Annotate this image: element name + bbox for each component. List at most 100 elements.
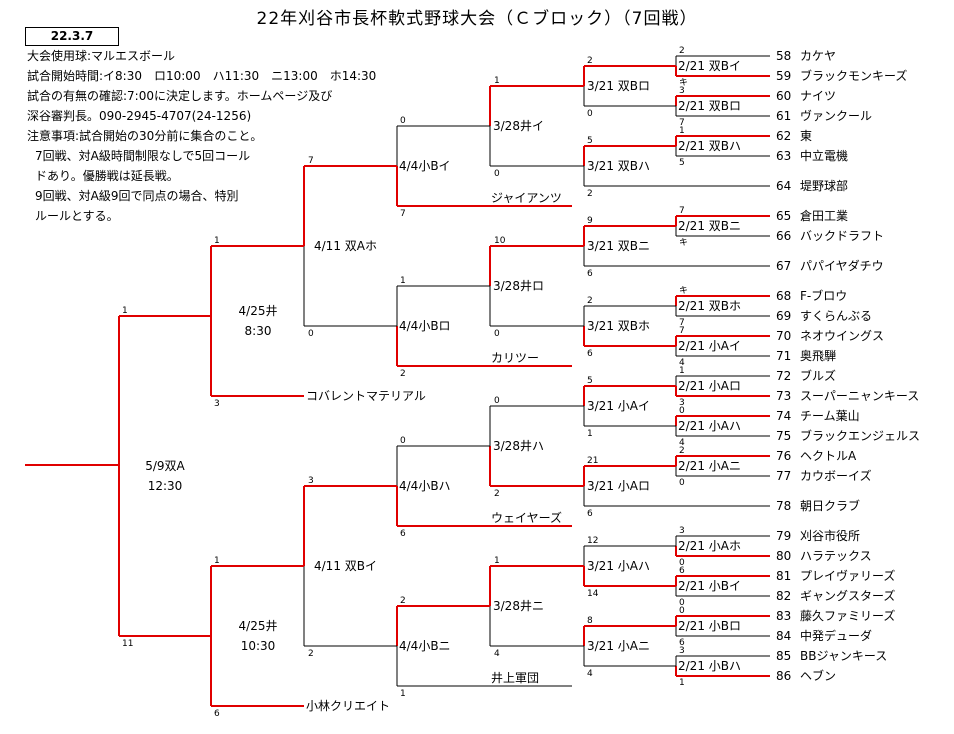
team-name: 東 (800, 129, 812, 143)
score-label: 7 (679, 326, 685, 336)
team-number: 79 (776, 529, 791, 543)
team-name: パパイヤダチウ (800, 258, 884, 273)
match-label: 2/21 双Bロ (678, 99, 741, 113)
team-name: すくらんぶる (800, 309, 872, 323)
team-name: 中発デューダ (800, 628, 872, 643)
page-title: 22年刈谷市長杯軟式野球大会（Ｃブロック）（7回戦） (256, 9, 698, 29)
score-label: 6 (400, 529, 406, 539)
match-label: 2/21 小Bイ (678, 579, 741, 593)
team-name: 堤野球部 (800, 178, 848, 193)
team-name: ナイツ (800, 89, 836, 103)
score-label: 1 (214, 556, 220, 566)
seeded-team-name: カリツー (491, 351, 539, 365)
team-name: ブラックモンキーズ (800, 68, 907, 83)
seeded-team-name: ウェイヤーズ (491, 510, 562, 525)
match-label: 3/28井ニ (493, 599, 544, 613)
score-label: 0 (587, 109, 593, 119)
team-number: 62 (776, 129, 791, 143)
score-label: 11 (122, 639, 133, 649)
score-label: 5 (587, 136, 593, 146)
match-label: 2/21 双Bニ (678, 219, 741, 233)
match-label: 2/21 双Bイ (678, 59, 741, 73)
score-label: 1 (214, 236, 220, 246)
info-line: 大会使用球:マルエスボール (27, 49, 176, 63)
team-number: 58 (776, 49, 791, 63)
score-label: 5 (587, 376, 593, 386)
match-label: 4/4小Bニ (399, 639, 451, 653)
match-label: 2/21 小Aニ (678, 459, 741, 473)
score-label: 4 (587, 669, 593, 679)
team-number: 72 (776, 369, 791, 383)
team-name: カケヤ (800, 49, 836, 63)
score-label: 8 (587, 616, 593, 626)
match-label: 4/25井 (239, 304, 278, 318)
team-name: ヴァンクール (800, 108, 872, 123)
score-label: 6 (587, 349, 593, 359)
score-label: 2 (587, 296, 593, 306)
score-label: 3 (679, 646, 685, 656)
match-label: 2/21 双Bハ (678, 139, 741, 153)
match-label: 5/9双A (145, 459, 185, 473)
score-label: キ (679, 286, 688, 296)
team-name: ハラテックス (800, 549, 872, 563)
score-label: 0 (400, 116, 406, 126)
team-number: 75 (776, 429, 791, 443)
match-label: 2/21 小Aハ (678, 419, 741, 433)
team-name: ブラックエンジェルス (800, 428, 920, 443)
team-number: 78 (776, 499, 791, 513)
score-label: 6 (587, 509, 593, 519)
score-label: 3 (679, 526, 685, 536)
score-label: 3 (679, 86, 685, 96)
seeded-team-name: ジャイアンツ (491, 191, 562, 205)
score-label: 2 (587, 56, 593, 66)
info-line: 深谷審判長。090-2945-4707(24-1256) (27, 109, 252, 123)
score-label: 3 (679, 398, 685, 408)
match-label: 4/11 双Aホ (314, 239, 377, 253)
team-number: 71 (776, 349, 791, 363)
match-label: 3/21 小Aニ (587, 639, 650, 653)
match-label: 4/4小Bイ (399, 159, 451, 173)
team-name: 奥飛騨 (800, 348, 836, 363)
score-label: 1 (587, 429, 593, 439)
match-label: 3/21 小Aハ (587, 559, 650, 573)
team-number: 68 (776, 289, 791, 303)
team-name: チーム葉山 (800, 409, 860, 423)
match-label: 3/28井ロ (493, 279, 544, 293)
score-label: 5 (679, 158, 685, 168)
score-label: 7 (308, 156, 314, 166)
score-label: 1 (400, 276, 406, 286)
team-name: プレイヴァリーズ (800, 568, 895, 583)
team-number: 73 (776, 389, 791, 403)
score-label: 0 (494, 169, 500, 179)
team-number: 63 (776, 149, 791, 163)
score-label: 2 (308, 649, 314, 659)
score-label: 1 (400, 689, 406, 699)
team-name: F-ブロウ (800, 288, 847, 303)
score-label: 4 (679, 358, 685, 368)
match-label: 3/28井イ (493, 119, 544, 133)
match-time: 10:30 (241, 639, 276, 653)
team-name: ヘブン (800, 668, 836, 683)
info-line: 試合開始時間:イ8:30 ロ10:00 ハ11:30 ニ13:00 ホ14:30 (27, 69, 377, 83)
score-label: 7 (679, 318, 685, 328)
score-label: 3 (214, 399, 220, 409)
seeded-team-name: 井上軍団 (491, 671, 539, 685)
date-badge: 22.3.7 (25, 27, 119, 46)
team-number: 61 (776, 109, 791, 123)
info-line: 9回戦、対A級9回で同点の場合、特別 (35, 189, 239, 203)
match-label: 2/21 小Aホ (678, 539, 741, 553)
team-name: BBジャンキース (800, 649, 887, 663)
score-label: 4 (679, 438, 685, 448)
team-name: バックドラフト (800, 229, 884, 243)
score-label: 9 (587, 216, 593, 226)
team-number: 65 (776, 209, 791, 223)
team-number: 85 (776, 649, 791, 663)
team-number: 70 (776, 329, 791, 343)
team-number: 69 (776, 309, 791, 323)
team-number: 66 (776, 229, 791, 243)
match-time: 12:30 (148, 479, 183, 493)
score-label: 4 (494, 649, 500, 659)
score-label: 0 (679, 478, 685, 488)
match-label: 3/21 双Bホ (587, 319, 650, 333)
